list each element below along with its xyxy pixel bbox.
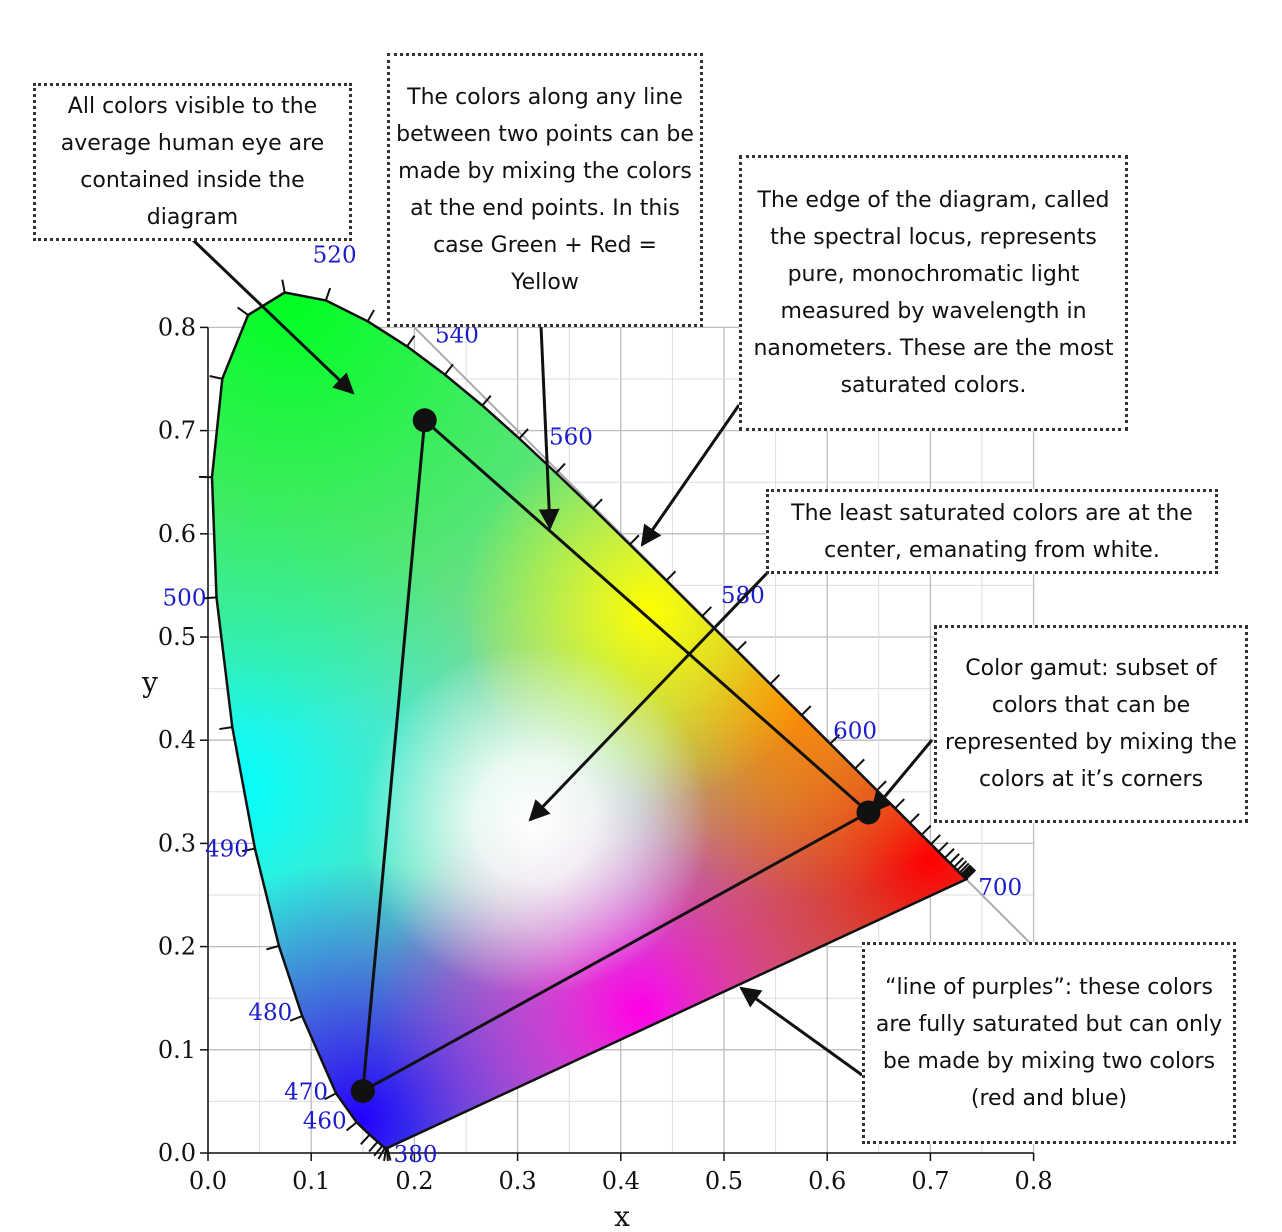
x-tick-label: 0.4	[602, 1167, 640, 1195]
wavelength-label: 560	[549, 425, 593, 451]
locus-tick	[909, 813, 920, 824]
y-tick-label: 0.2	[158, 933, 196, 961]
locus-tick	[444, 363, 454, 376]
locus-tick	[963, 867, 975, 878]
locus-tick	[949, 853, 960, 864]
note-mixing-line: The colors along any line between two po…	[387, 53, 703, 327]
wavelength-label: 700	[978, 875, 1022, 901]
wavelength-label: 470	[284, 1079, 328, 1105]
locus-tick	[736, 640, 747, 652]
arrow-least-saturated	[528, 568, 772, 822]
y-tick-label: 0.4	[158, 726, 196, 754]
y-tick-label: 0.1	[158, 1036, 196, 1064]
x-axis-label: x	[614, 1200, 630, 1232]
locus-tick	[962, 866, 974, 878]
locus-tick	[701, 606, 713, 617]
locus-tick	[894, 798, 905, 810]
wavelength-label: 500	[163, 585, 207, 611]
locus-tick	[965, 869, 977, 880]
locus-tick	[481, 395, 492, 407]
gamut-vertex	[412, 408, 437, 433]
x-tick-label: 0.7	[911, 1167, 949, 1195]
locus-tick	[237, 306, 249, 316]
gamut-triangle	[361, 417, 872, 1094]
wavelength-label: 520	[313, 243, 357, 269]
locus-tick	[324, 287, 332, 301]
locus-tick	[629, 534, 640, 546]
y-tick-label: 0.8	[158, 313, 196, 341]
y-tick-label: 0.6	[158, 520, 196, 548]
arrow-line-of-purples	[739, 986, 863, 1077]
locus-tick	[406, 335, 416, 347]
locus-tick	[876, 780, 887, 792]
wavelength-label: 460	[303, 1108, 347, 1134]
locus-tick	[854, 758, 865, 770]
wavelength-label: 480	[248, 1000, 292, 1026]
locus-tick	[960, 864, 972, 876]
x-tick-label: 0.1	[292, 1167, 330, 1195]
locus-tick	[345, 1121, 358, 1132]
axes: 0.0 0.1 0.2 0.3 0.4 0.5 0.6 0.7 0.8 0.0 0.1 0.2 0.3 0…	[158, 313, 1053, 1195]
x-tick-label: 0.8	[1015, 1167, 1053, 1195]
note-all-colors: All colors visible to the average human …	[33, 83, 352, 241]
locus-tick	[944, 848, 955, 859]
arrow-all-colors	[191, 238, 355, 395]
locus-tick	[769, 674, 781, 685]
wavelength-label: 580	[721, 583, 765, 609]
locus-tick	[219, 726, 233, 731]
locus-tick	[518, 428, 529, 440]
locus-tick	[937, 841, 949, 853]
y-tick-label: 0.5	[158, 623, 196, 651]
locus-tick	[958, 862, 970, 874]
locus-tick	[203, 596, 217, 600]
locus-tick	[961, 865, 973, 877]
note-color-gamut: Color gamut: subset of colors that can b…	[934, 625, 1248, 823]
locus-tick	[241, 847, 256, 853]
wavelength-ticks	[199, 279, 977, 1162]
locus-tick	[829, 733, 841, 745]
locus-tick	[360, 1134, 371, 1145]
locus-tick	[209, 374, 223, 380]
locus-tick	[800, 705, 812, 716]
arrow-mixing-line	[538, 325, 560, 531]
locus-tick	[366, 309, 375, 322]
gamut-vertex	[350, 1079, 375, 1104]
y-tick-label: 0.7	[158, 417, 196, 445]
annotation-arrows	[191, 238, 934, 1077]
locus-tick	[383, 1147, 388, 1162]
locus-tick	[289, 1015, 303, 1022]
y-axis-label: y	[141, 666, 158, 699]
locus-tick	[385, 1147, 389, 1162]
locus-tick	[930, 834, 941, 845]
y-tick-label: 0.0	[158, 1139, 196, 1167]
locus-tick	[373, 1145, 384, 1157]
x-tick-label: 0.3	[499, 1167, 537, 1195]
wavelength-label: 600	[833, 719, 877, 745]
locus-tick	[592, 498, 603, 510]
arrow-color-gamut	[870, 739, 934, 814]
locus-tick	[956, 860, 968, 871]
note-line-of-purples: “line of purples”: these colors are full…	[862, 942, 1236, 1144]
note-spectral-locus: The edge of the diagram, called the spec…	[739, 155, 1128, 431]
note-least-saturated: The least saturated colors are at the ce…	[766, 489, 1218, 574]
x-tick-label: 0.6	[808, 1167, 846, 1195]
locus-tick	[665, 570, 677, 582]
x-tick-label: 0.5	[705, 1167, 743, 1195]
locus-tick	[953, 857, 964, 868]
arrow-spectral-locus	[640, 404, 741, 547]
x-tick-label: 0.2	[395, 1167, 433, 1195]
x-tick-label: 0.0	[189, 1167, 227, 1195]
locus-tick	[368, 1141, 379, 1153]
wavelength-label: 380	[394, 1142, 438, 1168]
locus-tick	[555, 462, 566, 474]
locus-tick	[281, 279, 286, 293]
wavelength-label: 490	[205, 837, 249, 863]
locus-tick	[266, 944, 280, 951]
locus-tick	[324, 1092, 337, 1101]
y-tick-label: 0.3	[158, 829, 196, 857]
locus-tick	[920, 824, 932, 836]
